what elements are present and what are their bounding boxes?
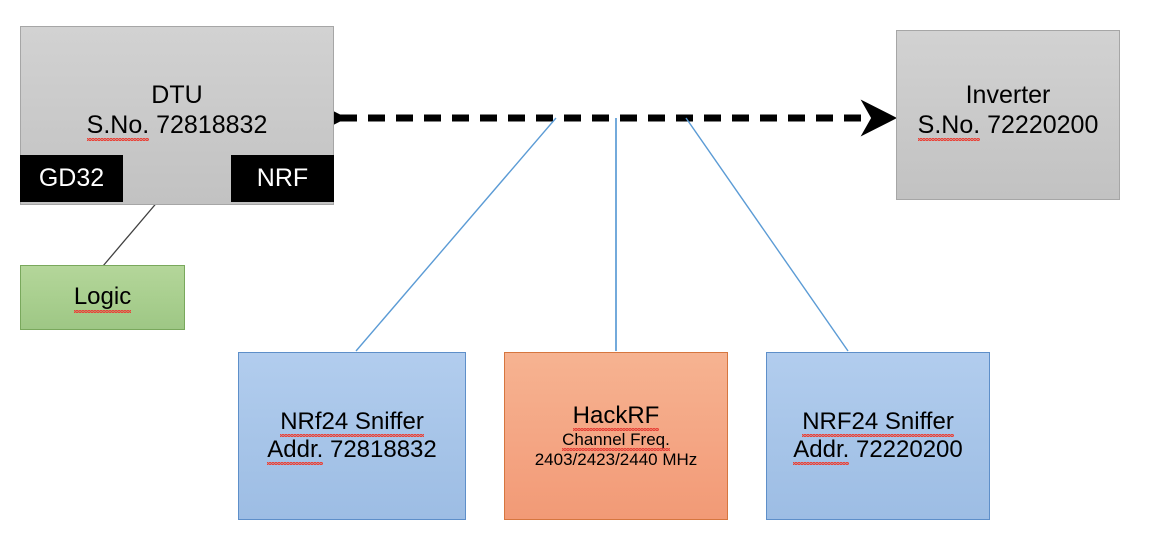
hackrf-title: HackRF (572, 401, 660, 432)
sniffer-right-title: NRF24 Sniffer (802, 407, 954, 438)
sniffer-left-tap (355, 117, 557, 352)
sniffer-right-addr-prefix: Addr. (793, 436, 850, 466)
dtu-serial: S.No. 72818832 (86, 110, 268, 141)
sniffer-left-title: NRf24 Sniffer (280, 407, 424, 438)
sniffer-left-addr-value: 72818832 (329, 436, 437, 463)
nrf-label: NRF (256, 163, 309, 192)
sniffer-left-addr: Addr. 72818832 (267, 436, 437, 466)
node-nrf[interactable]: NRF (231, 155, 334, 202)
node-inverter[interactable]: Inverter S.No. 72220200 (896, 30, 1120, 200)
inverter-serial-prefix: S.No. (917, 110, 981, 141)
gd32-label: GD32 (38, 163, 105, 192)
sniffer-right-addr-value: 72220200 (855, 436, 963, 463)
node-sniffer-right[interactable]: NRF24 Sniffer Addr. 72220200 (766, 352, 990, 520)
inverter-serial: S.No. 72220200 (917, 110, 1099, 141)
logic-label: Logic (73, 283, 132, 313)
dtu-serial-prefix: S.No. (86, 110, 150, 141)
sniffer-right-addr: Addr. 72220200 (793, 436, 963, 466)
node-sniffer-left[interactable]: NRf24 Sniffer Addr. 72818832 (238, 352, 466, 520)
hackrf-channel-label: Channel Freq. (562, 430, 670, 452)
sniffer-right-tap (685, 117, 849, 352)
dtu-title: DTU (151, 81, 203, 109)
node-gd32[interactable]: GD32 (20, 155, 123, 202)
inverter-serial-value: 72220200 (987, 110, 1099, 139)
dtu-serial-value: 72818832 (156, 110, 268, 139)
node-logic-analyzer[interactable]: Logic (20, 265, 185, 330)
hackrf-frequencies: 2403/2423/2440 MHz (534, 450, 698, 470)
inverter-title: Inverter (965, 81, 1051, 109)
node-hackrf[interactable]: HackRF Channel Freq. 2403/2423/2440 MHz (504, 352, 728, 520)
sniffer-left-addr-prefix: Addr. (267, 436, 324, 466)
